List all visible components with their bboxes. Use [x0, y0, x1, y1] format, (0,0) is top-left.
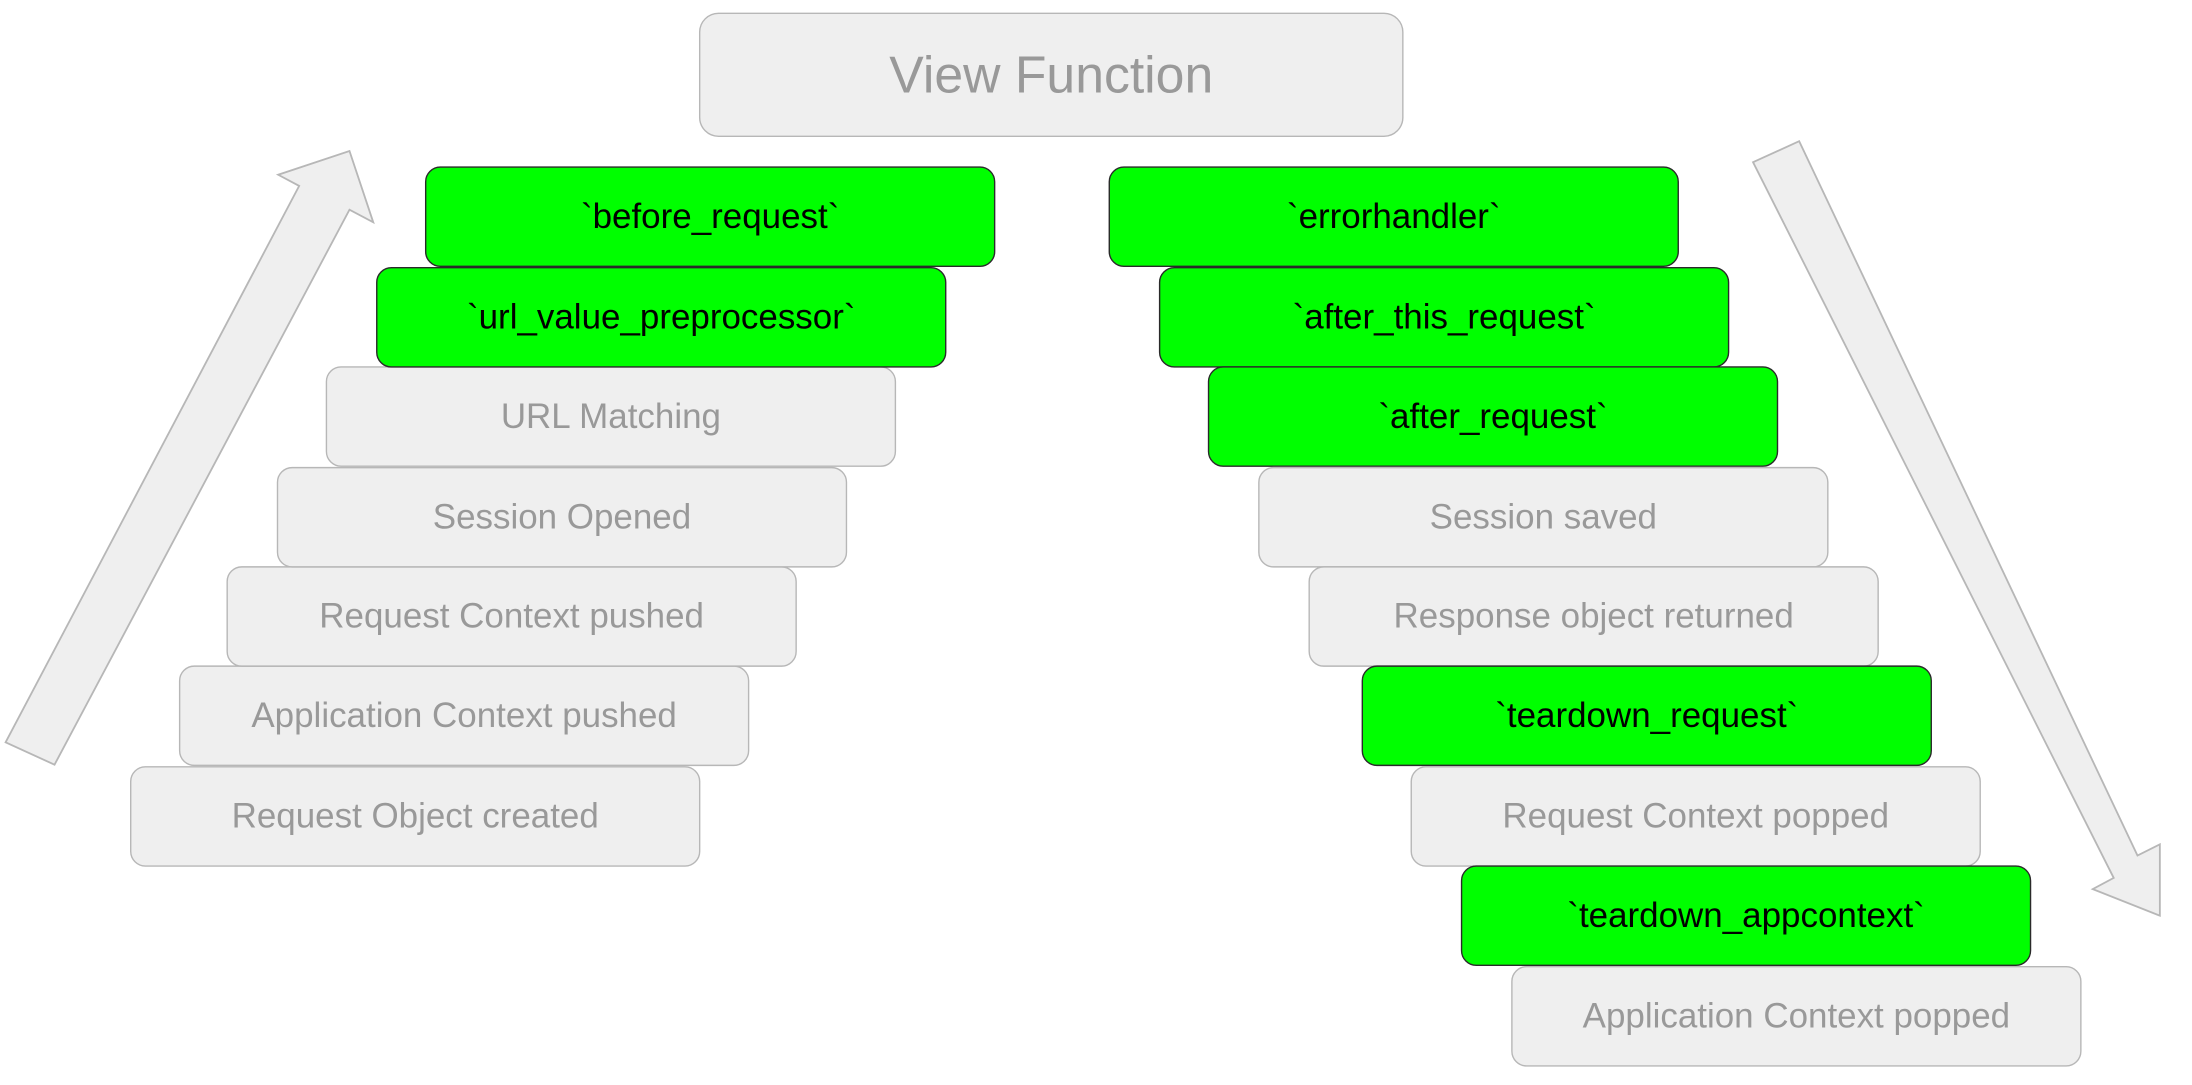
step-label: Response object returned [1393, 596, 1794, 636]
step-label: Request Context popped [1502, 796, 1890, 836]
step-session-opened: Session Opened [276, 466, 848, 568]
hook-label: `before_request` [580, 196, 840, 236]
hook-label: `after_request` [1378, 396, 1608, 436]
hook-label: `teardown_request` [1495, 695, 1799, 735]
hook-teardown-request: `teardown_request` [1361, 665, 1932, 767]
step-request-context-pushed: Request Context pushed [226, 566, 797, 667]
hook-label: `errorhandler` [1286, 196, 1501, 236]
hook-label: `after_this_request` [1292, 297, 1596, 337]
step-label: Request Context pushed [319, 596, 705, 636]
step-application-context-popped: Application Context popped [1511, 965, 2082, 1067]
step-url-matching: URL Matching [325, 366, 897, 467]
step-label: Application Context pushed [251, 695, 677, 735]
step-session-saved: Session saved [1258, 466, 1829, 568]
hook-before-request: `before_request` [424, 166, 996, 268]
step-label: Request Object created [231, 796, 599, 836]
hook-label: `teardown_appcontext` [1567, 895, 1925, 935]
step-request-context-popped: Request Context popped [1410, 766, 1981, 867]
step-label: Session Opened [432, 496, 692, 537]
step-label: Session saved [1429, 496, 1657, 537]
hook-url-value-preprocessor: `url_value_preprocessor` [376, 267, 947, 368]
hook-label: `url_value_preprocessor` [466, 297, 856, 337]
step-label: URL Matching [500, 396, 721, 436]
step-response-object-returned: Response object returned [1308, 566, 1879, 667]
up-arrow [4, 149, 375, 766]
hook-errorhandler: `errorhandler` [1108, 166, 1679, 268]
view-function-label: View Function [889, 45, 1214, 103]
hook-after-this-request: `after_this_request` [1158, 267, 1730, 368]
step-label: Application Context popped [1582, 996, 2011, 1036]
hook-teardown-appcontext: `teardown_appcontext` [1460, 865, 2032, 966]
step-application-context-pushed: Application Context pushed [178, 665, 750, 767]
down-arrow [1751, 139, 2161, 918]
step-request-object-created: Request Object created [130, 766, 701, 867]
hook-after-request: `after_request` [1207, 366, 1779, 467]
view-function-box: View Function [698, 12, 1404, 138]
